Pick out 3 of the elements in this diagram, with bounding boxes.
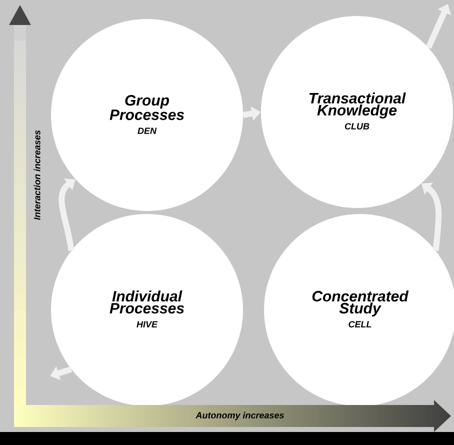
axis-label: Autonomy increases — [196, 412, 284, 420]
axis-label: Interaction increases — [34, 130, 40, 220]
arrow — [58, 178, 76, 252]
